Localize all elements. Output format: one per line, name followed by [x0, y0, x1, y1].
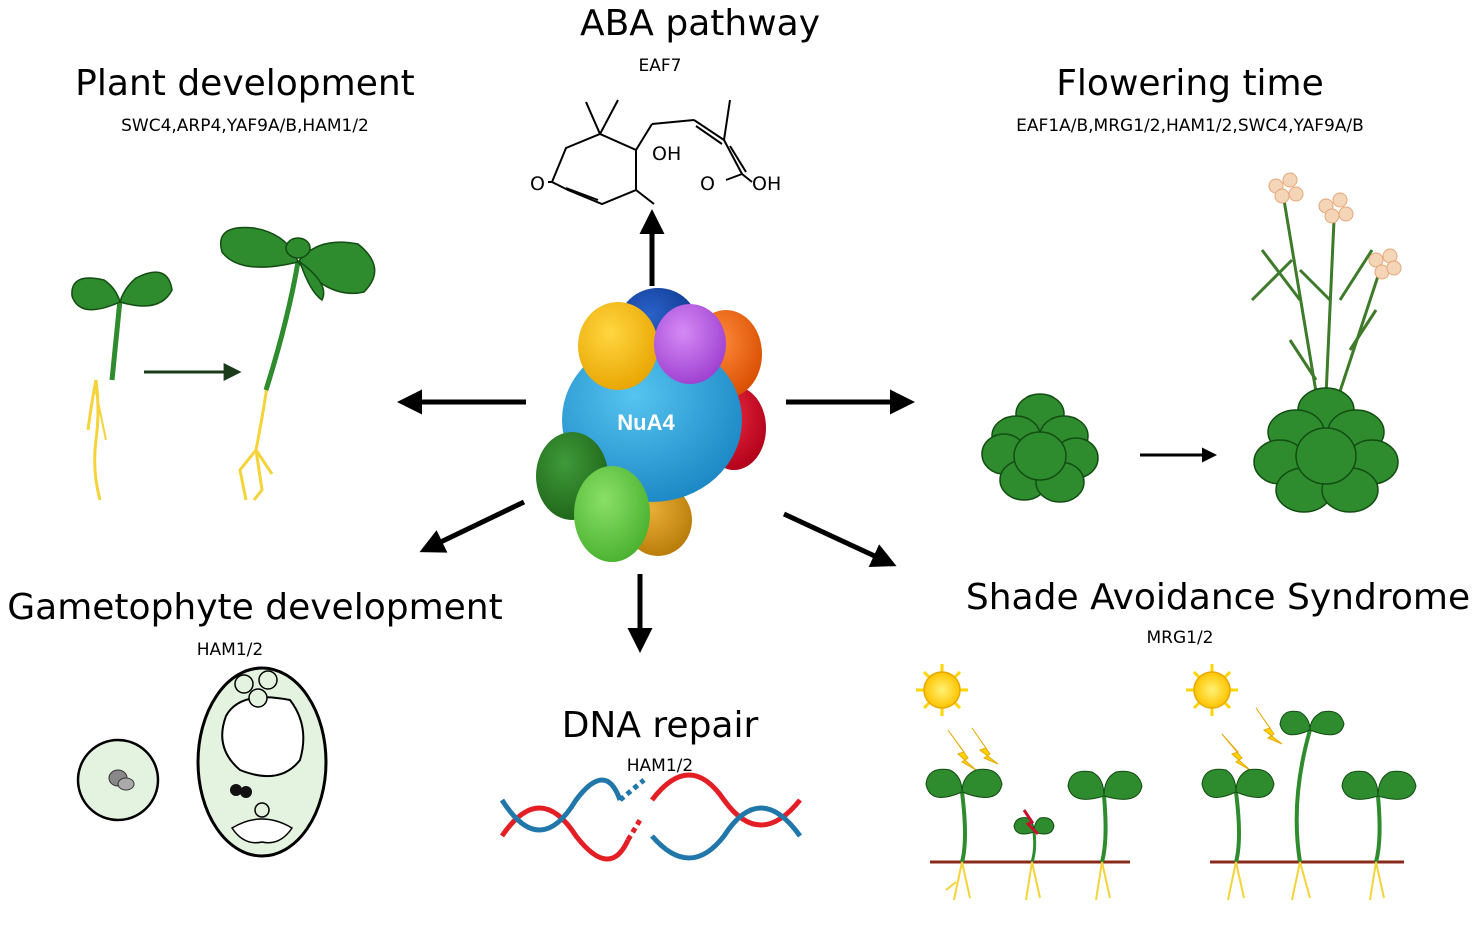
shade-scene-left: [916, 664, 1143, 901]
flowering-time-title: Flowering time: [1056, 63, 1324, 104]
flowering-time-genes: EAF1A/B,MRG1/2,HAM1/2,SWC4,YAF9A/B: [1016, 116, 1364, 136]
shade-scene-right: [1186, 664, 1417, 901]
aba-acid-oh-label: OH: [752, 173, 781, 195]
seedling-large: [220, 226, 376, 501]
aba-ketone-label: O: [530, 173, 545, 195]
plant-development-genes: SWC4,ARP4,YAF9A/B,HAM1/2: [121, 116, 369, 136]
nua4-subunit-lightgreen: [574, 466, 650, 562]
sun-icon: [1186, 664, 1238, 716]
plant-development-title: Plant development: [75, 63, 415, 104]
aba-molecule: [548, 99, 753, 206]
shade-avoidance-genes: MRG1/2: [1146, 628, 1214, 648]
aba-title: ABA pathway: [579, 3, 821, 44]
rosette-vegetative: [981, 393, 1099, 503]
aba-acid-o-label: O: [700, 173, 715, 195]
gametophyte-development-genes: HAM1/2: [196, 640, 264, 660]
seedling-small: [71, 271, 173, 501]
arrow-to-gametophyte: [419, 499, 526, 553]
plant-flowering: [1250, 172, 1402, 513]
dna-double-helix: [499, 772, 803, 862]
sun-icon: [916, 664, 968, 716]
nua4-label: NuA4: [617, 410, 675, 435]
aba-oh-label: OH: [652, 143, 681, 165]
gametophyte-development-title: Gametophyte development: [7, 587, 503, 628]
arrow-to-shade-avoidance: [782, 511, 897, 567]
pollen-grain: [76, 738, 160, 822]
dna-repair-genes: HAM1/2: [626, 756, 694, 776]
nua4-complex: NuA4: [536, 288, 766, 562]
nua4-subunit-yellow: [578, 302, 658, 390]
aba-genes: EAF7: [638, 56, 682, 76]
embryo-sac: [196, 666, 328, 858]
nua4-subunit-purple: [654, 304, 726, 384]
dna-repair-title: DNA repair: [561, 705, 759, 746]
shade-avoidance-title: Shade Avoidance Syndrome: [965, 577, 1471, 618]
